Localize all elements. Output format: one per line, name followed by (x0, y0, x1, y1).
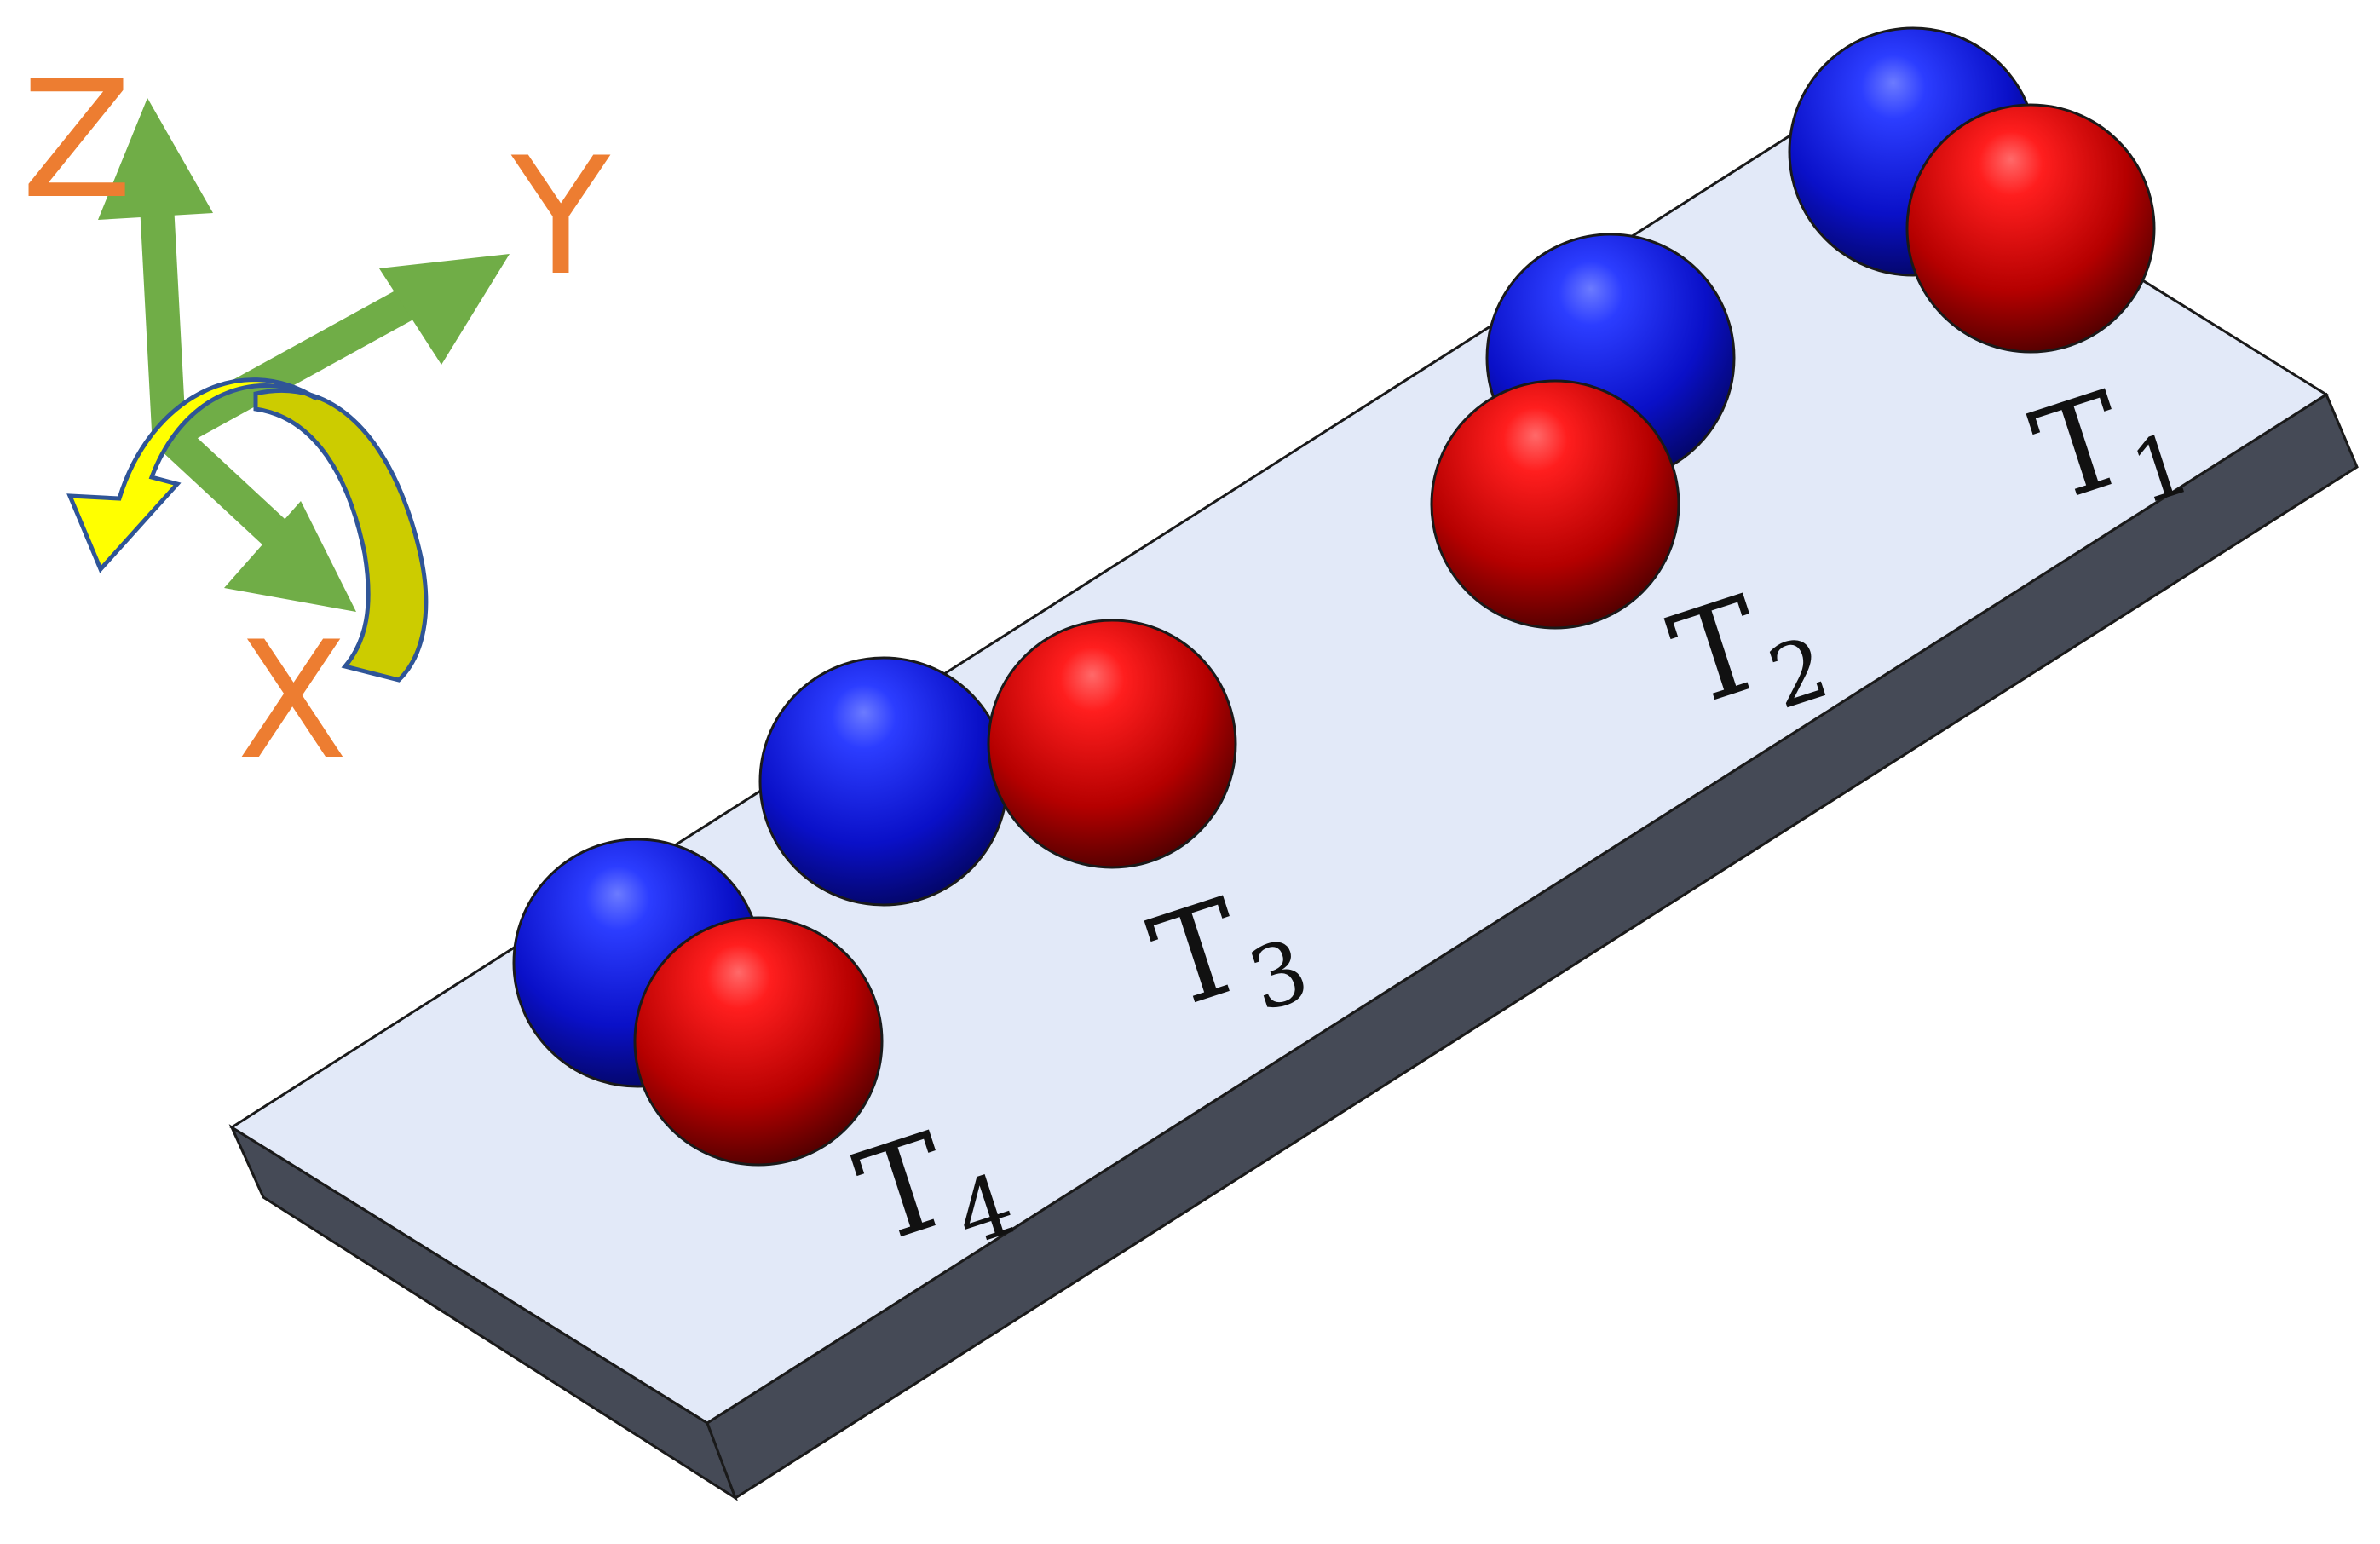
x-axis-arrowhead (224, 501, 356, 612)
coordinate-axes: Z Y X (21, 46, 611, 795)
x-axis-label: X (237, 607, 348, 795)
x-axis-shaft (157, 422, 297, 556)
red-sphere (1430, 379, 1680, 630)
y-axis-arrowhead (379, 254, 510, 365)
z-axis-shaft (140, 203, 186, 432)
z-axis-label: Z (21, 46, 132, 234)
y-axis-label: Y (510, 123, 611, 311)
sphere-pair-t3 (758, 619, 1237, 907)
sphere-pair-t2 (1430, 233, 1736, 630)
sphere-pair-t4 (512, 838, 884, 1167)
blue-sphere (758, 656, 1009, 907)
rotation-arrow-icon (66, 377, 319, 573)
y-axis-shaft (160, 288, 416, 450)
red-sphere (1905, 103, 2156, 354)
red-sphere (633, 916, 884, 1167)
z-axis-arrowhead (98, 98, 213, 220)
rotation-arrow-shaded-part (253, 388, 429, 683)
sphere-pair-t1 (1788, 26, 2156, 354)
red-sphere (987, 619, 1237, 869)
